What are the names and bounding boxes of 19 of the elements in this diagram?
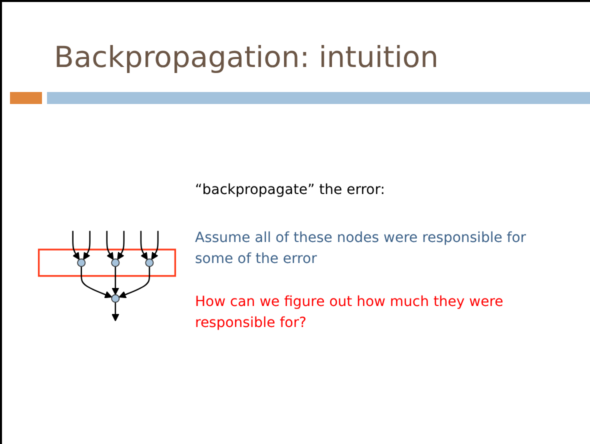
node-circle <box>111 294 120 303</box>
arrow <box>117 230 125 260</box>
arrow <box>72 230 80 260</box>
arrow <box>80 266 112 298</box>
cluster <box>38 248 176 277</box>
slide-text: How can we figure out how much they were responsible for? <box>195 293 504 333</box>
slide-title: Backpropagation: intuition <box>54 40 439 74</box>
arrow <box>83 230 90 260</box>
arrow <box>112 302 120 322</box>
node-circle <box>77 258 86 267</box>
arrow <box>106 230 114 260</box>
node-circle <box>111 258 120 267</box>
arrow <box>118 266 150 298</box>
arrow <box>151 230 159 260</box>
node-circle <box>145 258 154 267</box>
arrow <box>140 230 148 260</box>
slide-text: Assume all of these nodes were responsible for some of the error <box>195 229 528 269</box>
arrow <box>112 266 120 295</box>
slide-text: “backpropagate” the error: <box>195 181 386 200</box>
